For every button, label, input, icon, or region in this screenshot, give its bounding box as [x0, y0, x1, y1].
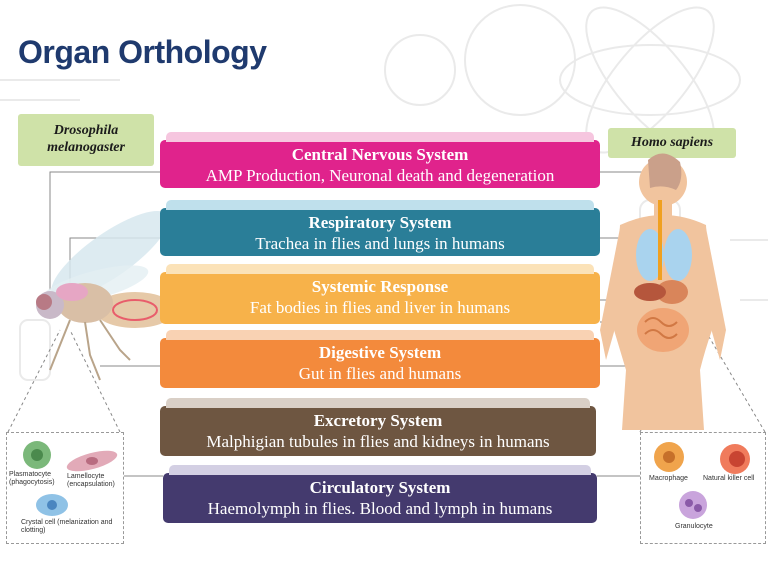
band-description: Gut in flies and humans — [298, 364, 462, 383]
band-description: Haemolymph in flies. Blood and lymph in … — [207, 499, 553, 518]
human-cells-illustration — [654, 442, 750, 519]
band-heading: Excretory System — [313, 411, 443, 430]
band-central-nervous-system: Central Nervous System AMP Production, N… — [160, 132, 600, 188]
homo-sapiens-label-text: Homo sapiens — [630, 135, 714, 150]
band-digestive-system: Digestive System Gut in flies and humans — [160, 330, 600, 388]
drosophila-label-text: Drosophila melanogaster — [47, 123, 125, 155]
band-heading: Digestive System — [318, 343, 442, 362]
band-respiratory-system: Respiratory System Trachea in flies and … — [160, 200, 600, 256]
plasmatocyte-caption: Plasmatocyte (phagocytosis) — [9, 471, 55, 486]
band-description: Fat bodies in flies and liver in humans — [249, 298, 511, 317]
band-heading: Respiratory System — [308, 213, 452, 232]
band-heading: Circulatory System — [309, 478, 451, 497]
band-excretory-system: Excretory System Malphigian tubules in f… — [160, 398, 596, 456]
fly-cells-illustration — [23, 441, 118, 516]
homo-sapiens-label: Homo sapiens — [608, 128, 736, 158]
band-heading: Systemic Response — [311, 277, 449, 296]
band-circulatory-system: Circulatory System Haemolymph in flies. … — [163, 465, 597, 523]
page-title: Organ Orthology — [18, 34, 267, 70]
drosophila-label: Drosophila melanogaster — [18, 114, 154, 166]
band-description: Malphigian tubules in flies and kidneys … — [206, 432, 550, 451]
band-heading: Central Nervous System — [291, 145, 469, 164]
granulocyte-caption: Granulocyte — [675, 523, 713, 530]
band-systemic-response: Systemic Response Fat bodies in flies an… — [160, 264, 600, 324]
macrophage-caption: Macrophage — [649, 475, 688, 482]
nk-cell-caption: Natural killer cell — [703, 475, 755, 482]
fly-immune-cells-panel: Plasmatocyte (phagocytosis) Lamellocyte … — [6, 432, 124, 544]
band-description: Trachea in flies and lungs in humans — [255, 234, 505, 253]
crystal-cell-caption: Crystal cell (melanization and clotting) — [21, 519, 113, 534]
human-immune-cells-panel: Macrophage Natural killer cell Granulocy… — [640, 432, 766, 544]
lamellocyte-caption: Lamellocyte (encapsulation) — [67, 473, 115, 488]
band-description: AMP Production, Neuronal death and degen… — [205, 166, 555, 185]
